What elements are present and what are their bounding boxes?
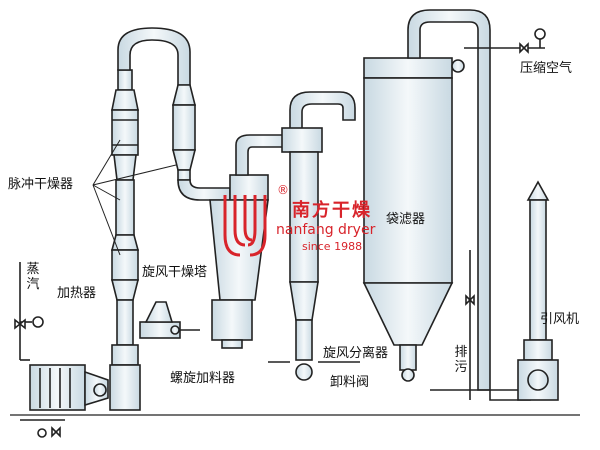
cyclone-dryer-tower: [209, 134, 291, 349]
compressed-air-pipe: [464, 28, 546, 54]
steam-pipe: [14, 262, 65, 438]
label-cyclone-tower: 旋风干燥塔: [142, 265, 208, 280]
drain-pipe: [465, 250, 475, 400]
label-induced-fan: 引风机: [540, 312, 580, 327]
label-pulse-dryer: 脉冲干燥器: [8, 177, 74, 192]
label-cyclone-separator: 旋风分离器: [323, 346, 389, 361]
label-compressed-air: 压缩空气: [520, 61, 573, 76]
brand-logo-mark: [223, 195, 267, 257]
brand-name-en: nanfang dryer: [276, 222, 376, 238]
label-discharge-valve: 卸料阀: [330, 375, 370, 390]
screw-feeder: [139, 301, 200, 339]
brand-name-cn: 南方干燥: [292, 200, 372, 221]
label-heater: 加热器: [57, 286, 97, 301]
cyclone-outlet-pipe: [289, 91, 356, 136]
label-bag-filter: 袋滤器: [386, 212, 426, 227]
registered-mark: ®: [277, 183, 289, 197]
cyclone-separator: [281, 127, 323, 381]
pulse-dryer-leader-lines: [92, 139, 177, 256]
brand-since: since 1988: [302, 240, 363, 253]
label-drain: 排污: [454, 345, 468, 375]
heater-unit: [29, 364, 109, 411]
bag-filter: [362, 9, 491, 391]
label-steam: 蒸汽: [26, 262, 40, 292]
label-screw-feeder: 螺旋加料器: [170, 371, 236, 386]
pulse-dryer-right-leg: [171, 84, 231, 201]
pulse-dryer-column: [109, 69, 141, 411]
induced-fan: [517, 180, 559, 401]
